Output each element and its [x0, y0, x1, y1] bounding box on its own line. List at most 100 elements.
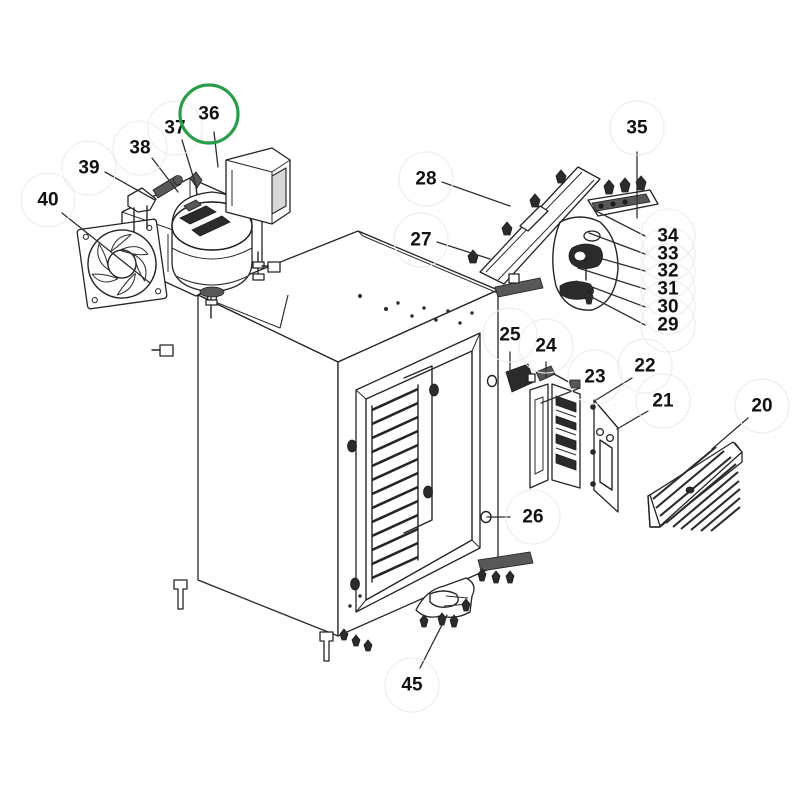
leader-line-38 — [151, 157, 179, 193]
leader-line-32 — [584, 253, 646, 272]
louvered-grille-part-20 — [647, 441, 743, 532]
callout-circle-21[interactable] — [635, 373, 691, 429]
callout-number-32: 32 — [657, 261, 678, 282]
callout-number-33: 33 — [657, 244, 678, 265]
leader-line-22 — [595, 377, 633, 401]
leader-line-20 — [711, 417, 749, 450]
callout-circle-24[interactable] — [518, 318, 574, 374]
callout-number-25: 25 — [499, 325, 521, 346]
callout-circle-45[interactable] — [384, 657, 440, 713]
control-group — [480, 363, 619, 524]
callout-number-38: 38 — [129, 138, 150, 159]
rail-screws — [467, 169, 567, 264]
callout-number-27: 27 — [410, 230, 431, 251]
mount-hole — [350, 577, 360, 591]
screw — [267, 261, 281, 273]
fan-bracket-part-39 — [127, 187, 157, 233]
callout-number-36: 36 — [198, 104, 219, 125]
switch-part-25 — [505, 363, 536, 393]
callout-38[interactable]: 38 — [112, 120, 179, 193]
callout-number-28: 28 — [415, 169, 436, 190]
callout-31[interactable]: 31 — [577, 261, 696, 317]
leader-line-39 — [104, 171, 156, 201]
callout-circle-25[interactable] — [482, 307, 538, 363]
condenser-fan-part-40 — [76, 218, 168, 310]
callout-27[interactable]: 27 — [393, 212, 491, 268]
callout-28[interactable]: 28 — [398, 151, 511, 207]
callout-circle-39[interactable] — [61, 140, 117, 196]
leader-line-27 — [436, 241, 491, 260]
callout-circle-40[interactable] — [20, 172, 76, 228]
base-bracket-part-45 — [415, 551, 534, 628]
callout-number-40: 40 — [37, 190, 58, 211]
callout-37[interactable]: 37 — [147, 100, 203, 187]
leader-line-33 — [588, 232, 646, 255]
callout-circle-35[interactable] — [609, 100, 665, 156]
callout-23[interactable]: 23 — [540, 349, 623, 405]
callout-circle-34[interactable] — [640, 208, 696, 264]
callout-21[interactable]: 21 — [616, 373, 691, 430]
callout-number-30: 30 — [657, 297, 678, 318]
callout-circle-31[interactable] — [640, 261, 696, 317]
callout-circle-22[interactable] — [617, 338, 673, 394]
leader-line-31 — [577, 267, 646, 290]
grille-louvers — [652, 446, 741, 532]
screw — [159, 344, 174, 357]
leader-line-29 — [581, 291, 646, 326]
callout-circle-28[interactable] — [398, 151, 454, 207]
callout-30[interactable]: 30 — [575, 279, 696, 335]
callout-number-31: 31 — [657, 279, 679, 300]
overload-part-32 — [568, 243, 603, 269]
callout-number-39: 39 — [78, 158, 99, 179]
callout-circle-38[interactable] — [112, 120, 168, 176]
callout-number-26: 26 — [522, 507, 543, 528]
leader-line-30 — [575, 280, 646, 308]
callout-34[interactable]: 34 — [595, 208, 696, 264]
top-rail-part-28 — [467, 166, 601, 298]
callout-39[interactable]: 39 — [61, 140, 156, 201]
callout-33[interactable]: 33 — [588, 226, 696, 282]
callout-number-35: 35 — [626, 118, 648, 139]
leader-line-23 — [540, 387, 581, 404]
callout-circle-33[interactable] — [640, 226, 696, 282]
side-panel-part-21 — [590, 399, 619, 513]
leader-line-28 — [441, 181, 511, 207]
callout-20[interactable]: 20 — [711, 378, 790, 450]
callout-35[interactable]: 35 — [609, 100, 665, 219]
callout-circle-37[interactable] — [147, 100, 203, 156]
ring — [486, 374, 498, 388]
leader-line-21 — [616, 410, 649, 430]
mount-hole — [423, 485, 433, 499]
callout-26[interactable]: 26 — [486, 489, 561, 545]
callout-circle-36[interactable] — [178, 83, 240, 145]
leader-line-36 — [213, 131, 219, 168]
callout-24[interactable]: 24 — [518, 318, 574, 379]
callout-number-23: 23 — [584, 367, 605, 388]
callout-45[interactable]: 45 — [384, 614, 448, 713]
callout-circle-30[interactable] — [640, 279, 696, 335]
mount-hole — [347, 439, 357, 453]
callout-number-20: 20 — [751, 396, 772, 417]
callout-number-34: 34 — [657, 226, 679, 247]
evaporator-coil — [371, 365, 433, 583]
callout-circle-26[interactable] — [505, 489, 561, 545]
mount-hole — [429, 383, 439, 397]
suction-tube-part-38 — [152, 175, 183, 199]
callout-number-45: 45 — [401, 675, 423, 696]
callout-number-21: 21 — [652, 391, 674, 412]
control-board-part-23 — [551, 383, 581, 489]
callout-circle-23[interactable] — [567, 349, 623, 405]
leader-line-34 — [595, 210, 646, 237]
callout-22[interactable]: 22 — [595, 338, 673, 401]
callout-circle-20[interactable] — [734, 378, 790, 434]
callout-36[interactable]: 36 — [178, 83, 240, 168]
callout-number-22: 22 — [634, 356, 655, 377]
compressor-assembly — [76, 147, 291, 357]
callout-40[interactable]: 40 — [20, 172, 151, 284]
cabinet-shell-part-27 — [197, 230, 501, 637]
callout-circle-27[interactable] — [393, 212, 449, 268]
callout-25[interactable]: 25 — [482, 307, 538, 373]
